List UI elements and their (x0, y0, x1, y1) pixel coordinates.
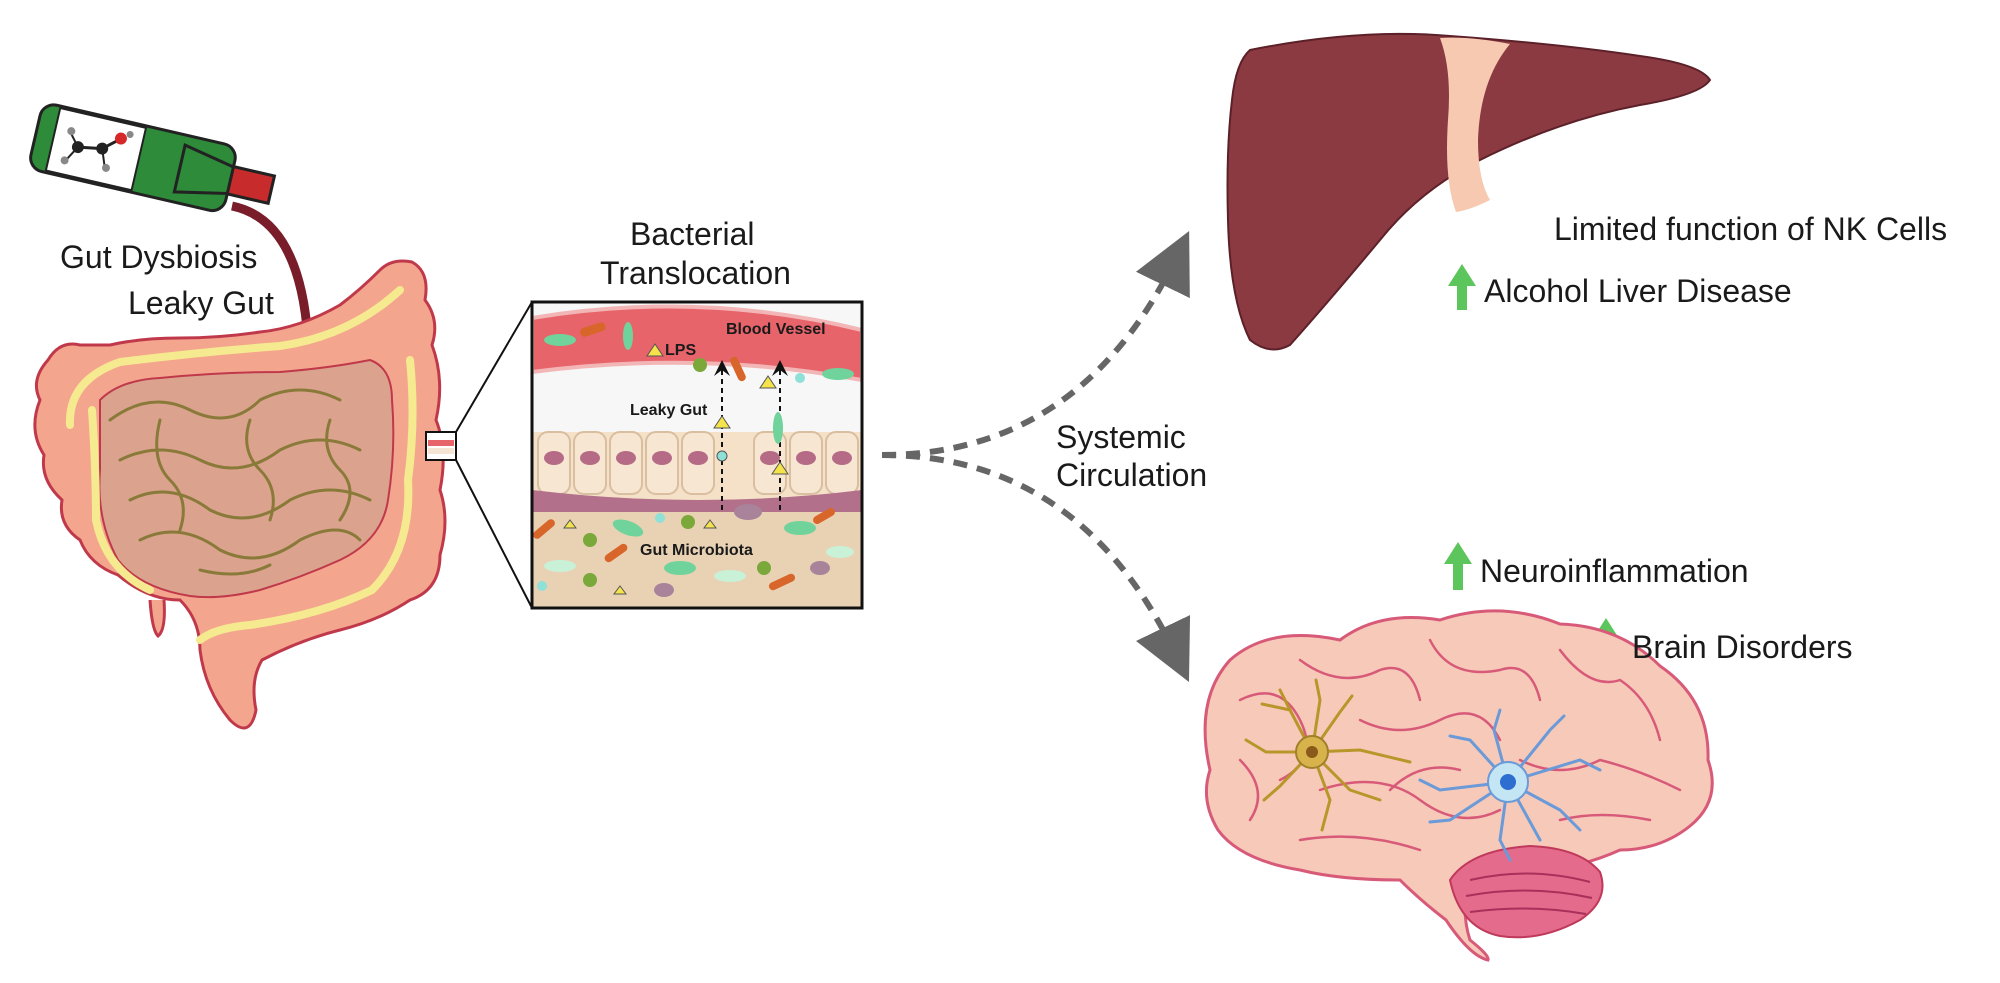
inset-frame (530, 300, 864, 610)
zoom-line-bottom (455, 459, 533, 609)
wine-bottle-icon (29, 103, 313, 341)
circulation-label: Circulation (1056, 457, 1208, 493)
neuroinflammation-label: Neuroinflammation (1480, 553, 1749, 589)
intestine-illustration (33, 259, 457, 730)
leaky-gut-inset-label: Leaky Gut (630, 402, 708, 419)
systemic-label: Systemic (1056, 419, 1186, 455)
up-arrow-icon-neuro (1444, 542, 1472, 590)
liver-disease-label: Alcohol Liver Disease (1484, 273, 1792, 309)
epithelium (532, 431, 862, 512)
ethanol-molecule-icon (60, 127, 134, 172)
arrow-to-liver (881, 231, 1190, 458)
arrow-to-brain (881, 452, 1191, 683)
bacterial-label: Bacterial (630, 216, 755, 252)
liver-illustration (1226, 32, 1712, 351)
lps-label: LPS (665, 342, 697, 359)
brain-illustration (1203, 609, 1714, 962)
blood-vessel-label: Blood Vessel (726, 321, 826, 338)
zoom-line-top (455, 301, 533, 433)
gut-dysbiosis-label: Gut Dysbiosis (60, 239, 258, 275)
leaky-gut-label: Leaky Gut (128, 285, 274, 321)
translocation-label: Translocation (600, 255, 791, 291)
gut-microbiota-label: Gut Microbiota (640, 542, 753, 559)
up-arrow-icon-liver (1448, 264, 1476, 310)
translocation-inset (532, 302, 862, 608)
brain-disorders-label: Brain Disorders (1632, 629, 1853, 665)
nk-cells-label: Limited function of NK Cells (1554, 211, 1948, 247)
